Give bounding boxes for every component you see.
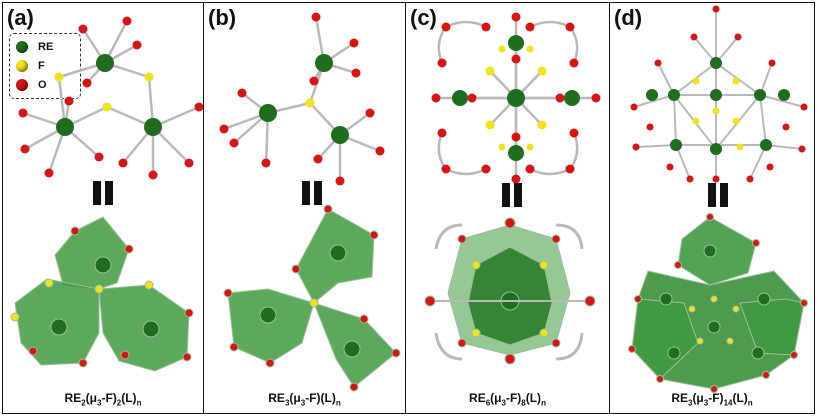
formula-b: RE3(μ3-F)(L)n bbox=[268, 390, 341, 407]
panel-c: (c) bbox=[405, 2, 610, 414]
ball-stick-model-a bbox=[22, 20, 200, 175]
f-atom-icon bbox=[16, 60, 28, 72]
panel-b: (b) RE3(μ3-F)(L)n bbox=[203, 2, 406, 414]
legend-label-f: F bbox=[38, 60, 45, 72]
polyhedra-model-a bbox=[10, 216, 194, 372]
legend-label-re: RE bbox=[38, 41, 54, 53]
structure-d bbox=[628, 5, 808, 393]
polyhedra-model-b bbox=[223, 204, 401, 392]
polyhedra-model-d bbox=[628, 213, 808, 393]
equivalence-sign-d bbox=[706, 183, 730, 207]
f-atoms-a bbox=[54, 72, 154, 112]
panel-label-d: (d) bbox=[614, 5, 643, 30]
equivalence-sign-a bbox=[91, 181, 115, 205]
panel-label-a: (a) bbox=[7, 5, 34, 30]
f-atoms-c bbox=[485, 45, 547, 151]
structure-a bbox=[10, 16, 204, 372]
panel-d: (d) bbox=[609, 2, 815, 414]
panel-label-b: (b) bbox=[208, 5, 237, 30]
legend-item-o: O bbox=[16, 76, 47, 94]
f-atoms-d bbox=[692, 77, 744, 151]
legend-label-o: O bbox=[38, 79, 47, 91]
formula-c: RE6(μ3-F)8(L)n bbox=[469, 390, 546, 407]
structure-b bbox=[219, 12, 401, 392]
legend-item-re: RE bbox=[16, 38, 53, 56]
re-atoms-b bbox=[259, 54, 349, 144]
formula-a: RE2(μ3-F)2(L)n bbox=[64, 390, 142, 407]
o-atoms-b bbox=[219, 12, 385, 186]
re-atoms-d bbox=[646, 57, 790, 155]
panel-label-c: (c) bbox=[410, 5, 437, 30]
equivalence-sign-b bbox=[300, 181, 324, 205]
legend-item-f: F bbox=[16, 57, 45, 75]
re-atoms-c bbox=[452, 35, 580, 161]
o-atom-icon bbox=[16, 79, 28, 91]
o-atoms-c bbox=[431, 12, 601, 184]
formula-d: RE3(μ3-F)14(L)n bbox=[671, 390, 753, 407]
structure-c bbox=[424, 12, 601, 365]
o-atoms-a bbox=[18, 16, 204, 180]
polyhedra-model-c bbox=[424, 217, 596, 365]
re-atom-icon bbox=[16, 41, 28, 53]
panel-a: (a) RE F O bbox=[2, 2, 204, 414]
f-atoms-b bbox=[305, 98, 315, 108]
legend: RE F O bbox=[9, 33, 81, 99]
equivalence-sign-c bbox=[500, 183, 524, 207]
o-atoms-d bbox=[630, 5, 808, 183]
re-atoms-a bbox=[56, 54, 162, 136]
